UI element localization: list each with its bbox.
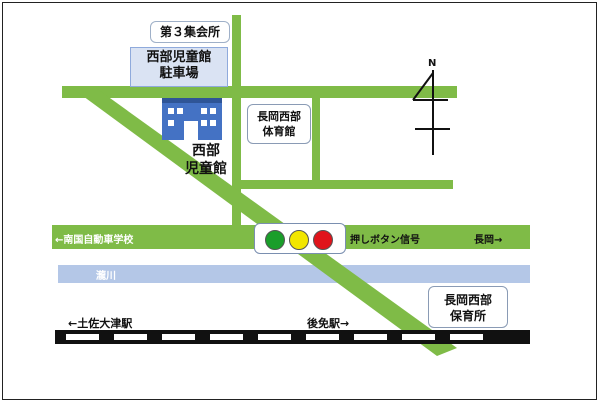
parking-label-line1: 西部児童館 <box>146 50 212 65</box>
childrens-hall-label: 西部 児童館 <box>178 142 234 178</box>
signal-light-1 <box>289 230 309 250</box>
rail-tie <box>306 334 339 340</box>
gym-label: 長岡西部 体育館 <box>247 104 311 144</box>
push-button-traffic-signal <box>254 223 346 254</box>
nursery-label-line1: 長岡西部 <box>443 293 492 307</box>
upper-road <box>62 86 457 98</box>
signal-lights <box>265 230 339 250</box>
nursery-label: 長岡西部 保育所 <box>428 286 508 328</box>
signal-light-2 <box>313 230 333 250</box>
rail-tie <box>354 334 387 340</box>
north-label: N <box>428 58 437 69</box>
vertical-road-west <box>232 15 241 227</box>
gym-label-line2: 体育館 <box>262 124 296 138</box>
north-arrow-icon <box>412 70 450 155</box>
lower-side-road <box>237 180 453 189</box>
vertical-road-east <box>312 96 320 186</box>
rail-tie <box>210 334 243 340</box>
nursery-label-line2: 保育所 <box>449 309 486 324</box>
childrens-hall-building-icon <box>162 98 222 140</box>
railway <box>55 330 530 344</box>
rail-tie <box>258 334 291 340</box>
map-frame <box>2 2 597 400</box>
parking-label-line2: 駐車場 <box>159 66 199 82</box>
rail-tie <box>162 334 195 340</box>
rail-tie <box>114 334 147 340</box>
parking-label: 西部児童館 駐車場 <box>130 47 228 87</box>
rail-tie <box>450 334 483 340</box>
childrens-hall-label-line2: 児童館 <box>185 161 227 178</box>
road-west-label: ←南国自動車学校 <box>55 235 134 246</box>
river <box>58 265 530 283</box>
push-button-signal-label: 押しボタン信号 <box>350 235 420 246</box>
station-west-label: ←土佐大津駅 <box>68 317 133 330</box>
river-label: 瀧川 <box>96 271 116 282</box>
childrens-hall-label-line1: 西部 <box>192 143 220 159</box>
rail-tie <box>402 334 435 340</box>
gym-label-line1: 長岡西部 <box>257 110 301 123</box>
rail-tie <box>66 334 99 340</box>
community-center-label: 第３集会所 <box>150 21 230 43</box>
diagonal-road <box>72 88 457 356</box>
signal-light-0 <box>265 230 285 250</box>
station-east-label: 後免駅→ <box>307 317 350 330</box>
road-east-label: 長岡→ <box>474 235 503 246</box>
